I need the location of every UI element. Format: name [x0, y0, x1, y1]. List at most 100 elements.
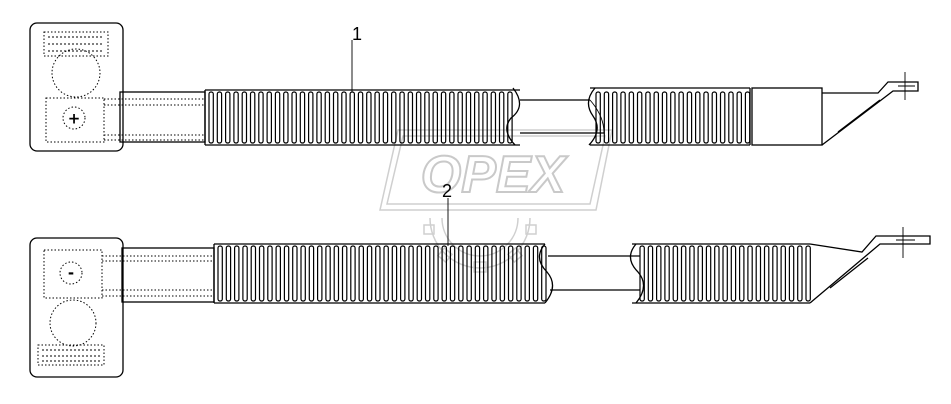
corrugation-rib: [541, 245, 547, 302]
corrugation-rib: [465, 91, 472, 144]
corrugation-rib: [441, 245, 448, 302]
corrugation-rib: [763, 245, 770, 302]
corrugation-rib: [350, 245, 356, 302]
corrugation-rib: [291, 91, 297, 144]
corrugation-rib: [655, 245, 662, 302]
corrugation-rib: [357, 91, 364, 144]
corrugation-rib: [258, 91, 264, 144]
corrugation-rib: [324, 91, 331, 144]
corrugation-rib: [424, 91, 430, 144]
corrugation-rib: [524, 245, 530, 302]
corrugation-rib: [349, 91, 356, 144]
corrugation-rib: [325, 245, 331, 302]
corrugation-rib: [686, 91, 693, 144]
corrugation-rib: [466, 245, 472, 302]
corrugation-rib: [433, 245, 439, 302]
corrugation-rib: [697, 245, 703, 302]
corrugation-rib: [714, 245, 720, 302]
corrugation-rib: [275, 245, 282, 302]
corrugation-rib: [736, 91, 742, 144]
corrugation-rib: [603, 91, 610, 144]
corrugation-rib: [299, 91, 306, 144]
corrugation-rib: [620, 91, 626, 144]
corrugation-rib: [274, 91, 281, 144]
corrugation-rib: [694, 91, 701, 144]
corrugation-rib: [499, 245, 506, 302]
cable-1-end-sleeve: [751, 87, 823, 146]
corrugation-rib: [300, 245, 306, 302]
corrugation-rib: [653, 91, 659, 144]
corrugation-rib: [755, 245, 762, 302]
corrugation-rib: [416, 245, 423, 302]
cable-1-corrugation: [208, 91, 751, 144]
corrugation-rib: [780, 245, 786, 302]
corrugation-rib: [788, 245, 795, 302]
corrugation-rib: [242, 245, 248, 302]
corrugation-rib: [772, 245, 778, 302]
corrugation-rib: [516, 245, 522, 302]
corrugation-rib: [628, 91, 635, 144]
corrugation-rib: [672, 245, 679, 302]
corrugation-rib: [661, 91, 668, 144]
corrugation-rib: [208, 91, 214, 144]
corrugation-rib: [407, 91, 414, 144]
watermark-gear: [379, 129, 613, 273]
corrugation-rib: [366, 91, 372, 144]
negative-sign: -: [68, 264, 74, 282]
corrugation-rib: [507, 245, 514, 302]
corrugation-rib: [317, 245, 323, 302]
corrugation-rib: [225, 245, 232, 302]
corrugation-rib: [797, 245, 803, 302]
corrugation-rib: [391, 91, 397, 144]
corrugation-rib: [744, 91, 751, 144]
corrugation-rib: [249, 91, 256, 144]
corrugation-rib: [670, 91, 676, 144]
corrugation-rib: [678, 91, 684, 144]
corrugation-rib: [216, 91, 223, 144]
corrugation-rib: [719, 91, 726, 144]
corrugation-rib: [333, 245, 340, 302]
callout-1: 1: [351, 24, 362, 92]
corrugation-rib: [474, 245, 481, 302]
corrugation-rib: [730, 245, 737, 302]
negative-terminal-clamp: [29, 237, 124, 378]
callout-1-label: 1: [352, 24, 362, 44]
corrugation-rib: [432, 91, 439, 144]
corrugation-rib: [722, 245, 728, 302]
cable-2-corrugation: [217, 245, 811, 302]
corrugation-rib: [664, 245, 670, 302]
corrugation-rib: [483, 245, 489, 302]
corrugation-rib: [383, 245, 389, 302]
corrugation-rib: [292, 245, 298, 302]
corrugation-rib: [611, 91, 618, 144]
corrugation-rib: [490, 91, 497, 144]
corrugation-rib: [374, 91, 380, 144]
corrugation-rib: [283, 245, 290, 302]
corrugation-rib: [225, 91, 231, 144]
corrugation-rib: [532, 245, 539, 302]
corrugation-rib: [258, 245, 265, 302]
watermark: OPEX: [379, 129, 613, 273]
callout-2-label: 2: [442, 181, 452, 201]
cable-1: +: [29, 22, 919, 152]
corrugation-rib: [382, 91, 389, 144]
watermark-text: OPEX: [421, 146, 569, 204]
corrugation-rib: [647, 245, 654, 302]
corrugation-rib: [449, 245, 456, 302]
corrugation-rib: [267, 245, 273, 302]
corrugation-rib: [440, 91, 447, 144]
corrugation-rib: [805, 245, 811, 302]
corrugation-rib: [689, 245, 695, 302]
corrugation-rib: [738, 245, 745, 302]
corrugation-rib: [491, 245, 497, 302]
corrugation-rib: [283, 91, 289, 144]
corrugation-rib: [449, 91, 455, 144]
positive-terminal-clamp: [29, 22, 124, 152]
corrugation-rib: [728, 91, 734, 144]
corrugation-rib: [747, 245, 753, 302]
corrugation-rib: [375, 245, 381, 302]
cable-2: -: [29, 227, 931, 378]
corrugation-rib: [645, 91, 651, 144]
corrugation-rib: [458, 245, 464, 302]
